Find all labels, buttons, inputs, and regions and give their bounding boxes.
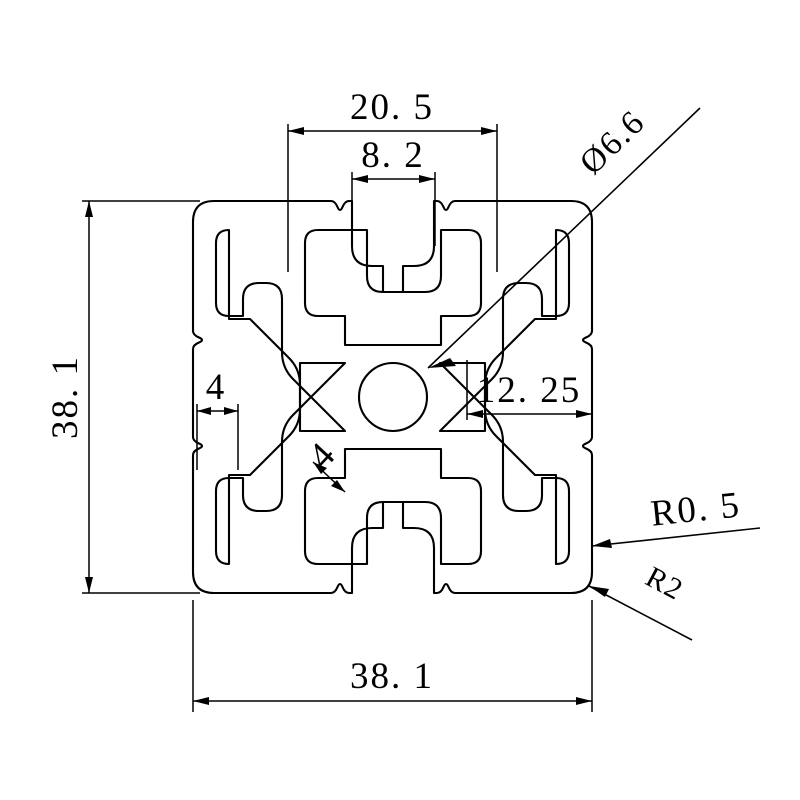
dim-label-8-2: 8. 2 [361, 135, 425, 176]
arrow-r2 [589, 586, 609, 597]
dim-label-4-wall: 4 [206, 367, 227, 408]
arrow-12-25-left [467, 410, 483, 418]
dim-label-38-1-horizontal: 38. 1 [350, 656, 434, 697]
arrow-4-web-upper [313, 462, 327, 474]
cavity-south-final [303, 447, 483, 566]
dimension-slot-outer-width: 20. 5 [287, 87, 498, 272]
arrow-20-5-left [288, 127, 304, 135]
arrow-38-1-h-left [193, 697, 209, 705]
dimension-slot-opening-width: 8. 2 [351, 135, 436, 246]
cavity-north-final [303, 228, 483, 347]
arrow-8-2-right [419, 175, 435, 183]
dimension-overall-width: 38. 1 [192, 600, 593, 712]
arrow-38-1-v-bottom [85, 577, 93, 593]
leader-line-bore [427, 107, 701, 369]
arrow-20-5-right [481, 127, 497, 135]
center-bore-circle [357, 361, 429, 433]
outer-boundary [191, 199, 594, 595]
arrow-4-web-lower [331, 480, 345, 492]
cavity-south-east-final [438, 361, 571, 566]
dim-label-r0-5: R0. 5 [649, 484, 743, 534]
leader-line-r2 [588, 585, 693, 641]
arrow-bore [428, 358, 456, 368]
profile-accurate [150, 160, 650, 640]
arrow-8-2-left [352, 175, 368, 183]
arrow-4-left [197, 407, 211, 415]
arrow-r05 [592, 539, 612, 548]
dimension-small-fillet: R0. 5 [591, 484, 761, 548]
arrow-4-right [224, 407, 238, 415]
dimension-slot-depth: 12. 25 [466, 360, 593, 420]
cavity-south-west-final [214, 361, 347, 566]
dimension-wall-thickness: 4 [196, 367, 239, 470]
dimension-overall-height: 38. 1 [45, 200, 200, 594]
arrow-38-1-h-right [576, 697, 592, 705]
dim-label-20-5: 20. 5 [350, 87, 434, 128]
dim-label-12-25: 12. 25 [477, 370, 582, 411]
arrow-38-1-v-top [85, 201, 93, 217]
arrow-12-25-right [576, 410, 592, 418]
leader-line-r05 [591, 527, 761, 547]
dim-label-38-1-vertical: 38. 1 [45, 355, 86, 439]
